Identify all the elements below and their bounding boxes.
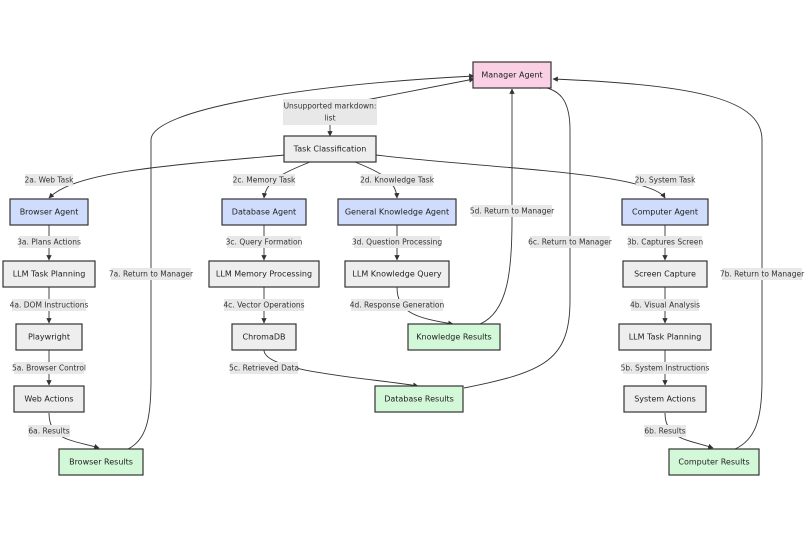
svg-text:Task Classification: Task Classification (293, 145, 367, 154)
svg-text:Database Agent: Database Agent (232, 208, 296, 217)
svg-text:General Knowledge Agent: General Knowledge Agent (345, 208, 449, 217)
edge-label-5b: 5b. System Instructions (621, 362, 710, 374)
svg-text:3a. Plans Actions: 3a. Plans Actions (17, 238, 81, 247)
edge-label-2b: 2b. System Task (635, 174, 696, 186)
svg-text:4d. Response Generation: 4d. Response Generation (350, 301, 445, 310)
svg-text:7b. Return to Manager: 7b. Return to Manager (720, 270, 805, 279)
svg-text:Computer Results: Computer Results (678, 458, 749, 467)
edge-label-4a: 4a. DOM Instructions (10, 299, 89, 311)
svg-text:Browser Agent: Browser Agent (20, 208, 79, 217)
svg-text:Screen Capture: Screen Capture (634, 270, 696, 279)
svg-text:Manager Agent: Manager Agent (481, 71, 542, 80)
edge-label-5c: 5c. Retrieved Data (229, 362, 299, 374)
edge-6c (463, 83, 571, 389)
node-system-actions: System Actions (623, 385, 707, 413)
edge-label-3d: 3d. Question Processing (352, 236, 443, 248)
node-llm-memory-processing: LLM Memory Processing (208, 260, 320, 288)
edge-7a (127, 73, 475, 450)
edge-label-6c: 6c. Return to Manager (528, 236, 613, 248)
svg-text:4c. Vector Operations: 4c. Vector Operations (223, 301, 304, 310)
svg-text:Knowledge Results: Knowledge Results (416, 333, 491, 342)
svg-text:4a. DOM Instructions: 4a. DOM Instructions (10, 301, 89, 310)
svg-text:LLM Task Planning: LLM Task Planning (13, 270, 86, 279)
svg-text:3d. Question Processing: 3d. Question Processing (352, 238, 443, 247)
edge-label-2a: 2a. Web Task (24, 174, 74, 186)
edge-label-5d: 5d. Return to Manager (470, 205, 555, 217)
unsupported-markdown-label: Unsupported markdown: list (283, 99, 377, 125)
edge-lines (46, 73, 763, 450)
edge-label-4d: 4d. Response Generation (350, 299, 445, 311)
node-database-agent: Database Agent (221, 198, 307, 226)
node-computer-results: Computer Results (668, 448, 760, 476)
edge-2b (375, 154, 666, 199)
svg-text:System Actions: System Actions (634, 395, 696, 404)
node-database-results: Database Results (374, 385, 464, 413)
edge-2a (48, 154, 286, 199)
edge-7b (552, 76, 763, 450)
unsupported-markdown-text-2: list (324, 114, 335, 123)
svg-text:3b. Captures Screen: 3b. Captures Screen (627, 238, 703, 247)
edge-5c (263, 349, 419, 388)
edge-label-4b: 4b. Visual Analysis (630, 299, 700, 311)
svg-text:6b. Results: 6b. Results (644, 427, 685, 436)
svg-text:5c. Retrieved Data: 5c. Retrieved Data (229, 364, 299, 373)
edge-labels: 2a. Web Task 2c. Memory Task 2d. Knowled… (10, 99, 805, 437)
svg-text:5a. Browser Control: 5a. Browser Control (12, 364, 86, 373)
svg-text:2c. Memory Task: 2c. Memory Task (233, 176, 296, 185)
svg-text:2d. Knowledge Task: 2d. Knowledge Task (360, 176, 435, 185)
nodes: Manager Agent Task Classification Browse… (2, 61, 760, 476)
edge-label-2d: 2d. Knowledge Task (360, 174, 435, 186)
edge-label-3a: 3a. Plans Actions (17, 236, 81, 248)
edge-label-6a: 6a. Results (28, 425, 70, 437)
svg-text:4b. Visual Analysis: 4b. Visual Analysis (630, 301, 700, 310)
edge-label-4c: 4c. Vector Operations (223, 299, 305, 311)
svg-text:LLM Task Planning: LLM Task Planning (629, 333, 702, 342)
svg-text:ChromaDB: ChromaDB (242, 333, 285, 342)
svg-text:2b. System Task: 2b. System Task (635, 176, 696, 185)
node-task-classification: Task Classification (283, 135, 377, 163)
svg-text:Browser Results: Browser Results (69, 458, 133, 467)
edge-label-3b: 3b. Captures Screen (627, 236, 703, 248)
node-llm-task-planning-browser: LLM Task Planning (2, 260, 96, 288)
edge-label-5a: 5a. Browser Control (12, 362, 86, 374)
edge-label-3c: 3c. Query Formation (226, 236, 303, 248)
node-browser-agent: Browser Agent (9, 198, 89, 226)
node-chromadb: ChromaDB (231, 323, 297, 351)
node-web-actions: Web Actions (13, 385, 85, 413)
edge-5d (479, 88, 515, 325)
node-knowledge-results: Knowledge Results (407, 323, 501, 351)
svg-text:3c. Query Formation: 3c. Query Formation (226, 238, 303, 247)
node-general-knowledge-agent: General Knowledge Agent (337, 198, 457, 226)
svg-text:Web Actions: Web Actions (24, 395, 73, 404)
node-browser-results: Browser Results (58, 448, 144, 476)
svg-text:5b. System Instructions: 5b. System Instructions (621, 364, 710, 373)
edge-4d (396, 286, 454, 326)
edge-6b (664, 412, 714, 449)
svg-text:5d. Return to Manager: 5d. Return to Manager (470, 207, 555, 216)
node-llm-task-planning-computer: LLM Task Planning (618, 323, 712, 351)
svg-text:LLM Memory Processing: LLM Memory Processing (216, 270, 312, 279)
svg-text:LLM Knowledge Query: LLM Knowledge Query (352, 270, 441, 279)
node-manager-agent: Manager Agent (472, 61, 552, 89)
unsupported-markdown-text: Unsupported markdown: (284, 102, 377, 111)
edge-label-2c: 2c. Memory Task (233, 174, 296, 186)
svg-text:6a. Results: 6a. Results (28, 427, 69, 436)
node-screen-capture: Screen Capture (622, 260, 708, 288)
svg-text:Computer Agent: Computer Agent (632, 208, 698, 217)
svg-text:Database Results: Database Results (384, 395, 454, 404)
svg-text:6c. Return to Manager: 6c. Return to Manager (528, 238, 613, 247)
edge-6a (48, 412, 100, 450)
edge-label-7b: 7b. Return to Manager (720, 268, 805, 280)
node-playwright: Playwright (15, 323, 83, 351)
node-llm-knowledge-query: LLM Knowledge Query (344, 260, 450, 288)
svg-text:Playwright: Playwright (28, 333, 70, 342)
svg-text:7a. Return to Manager: 7a. Return to Manager (109, 270, 194, 279)
svg-text:2a. Web Task: 2a. Web Task (24, 176, 74, 185)
edge-label-6b: 6b. Results (644, 425, 686, 437)
edge-label-7a: 7a. Return to Manager (109, 268, 194, 280)
node-computer-agent: Computer Agent (621, 198, 709, 226)
